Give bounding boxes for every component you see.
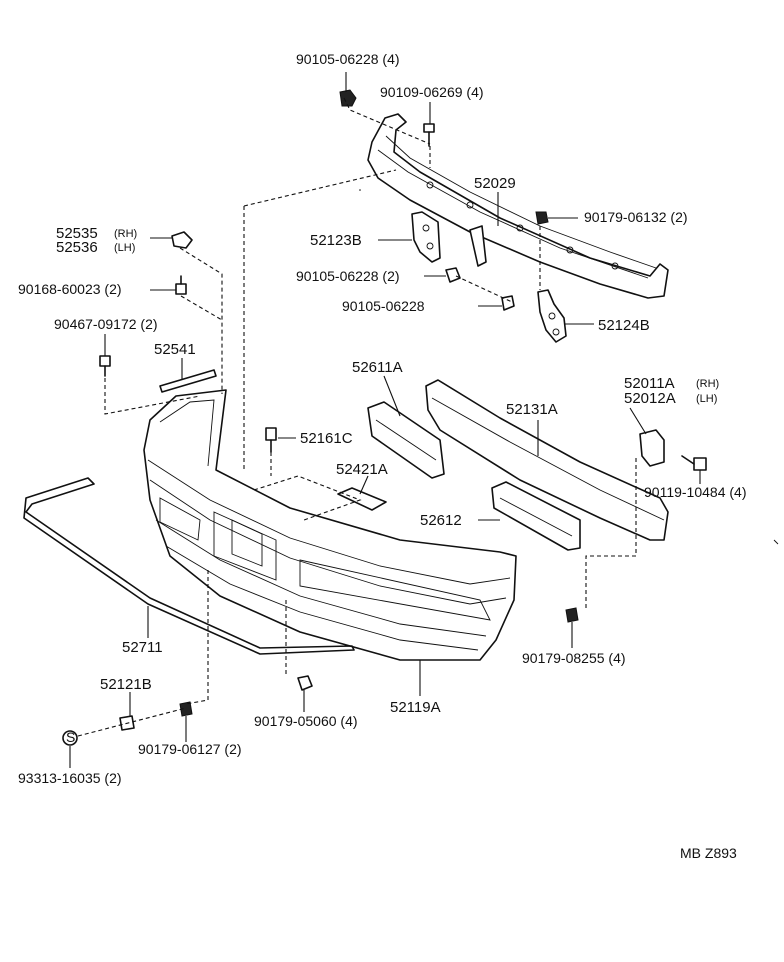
bolt-90105-06228-mid (445, 267, 461, 283)
stray-mark-edge (773, 539, 779, 545)
label-90119-10484: 90119-10484 (4) (644, 484, 746, 500)
label-52536: 52536 (56, 239, 98, 256)
leader-lines (69, 72, 701, 768)
nut-90179-05060 (297, 675, 313, 691)
label-52123B: 52123B (310, 232, 362, 249)
label-90179-06132: 90179-06132 (2) (584, 209, 688, 225)
label-52421A: 52421A (336, 461, 388, 478)
label-52029: 52029 (474, 175, 516, 192)
label-90467-09172: 90467-09172 (2) (54, 316, 158, 332)
label-93313-16035: 93313-16035 (2) (18, 770, 122, 786)
retainer-52541 (159, 369, 217, 393)
label-52612: 52612 (420, 512, 462, 529)
label-90179-06127: 90179-06127 (2) (138, 741, 242, 757)
bumper-cover-52119A (143, 389, 517, 661)
label-52161C: 52161C (300, 430, 353, 447)
label-52012A: 52012A (624, 390, 676, 407)
label-52011A: 52011A (624, 375, 675, 392)
label-52121B: 52121B (100, 676, 152, 693)
label-52131A: 52131A (506, 401, 558, 418)
nut-90179-08255 (565, 607, 579, 623)
upper-reinforcement-52029 (367, 113, 669, 299)
reinforcement-52131A (425, 379, 669, 541)
label-90105-06228: 90105-06228 (342, 298, 425, 314)
pad-52421A (337, 487, 387, 511)
label-52536-side: (LH) (114, 242, 135, 254)
label-90179-05060: 90179-05060 (4) (254, 713, 358, 729)
label-52535-side: (RH) (114, 228, 137, 240)
label-52011A-side: (RH) (696, 378, 719, 390)
absorber-52612 (491, 481, 581, 551)
label-52535: 52535 (56, 225, 98, 242)
bracket-52123B (411, 211, 441, 263)
label-90168-60023: 90168-60023 (2) (18, 281, 122, 297)
bracket-52124B (537, 289, 567, 343)
diagram-code: MB Z893 (680, 845, 737, 861)
bolt-90109-06269 (423, 123, 435, 147)
label-s-symbol: S (66, 729, 75, 745)
label-52119A: 52119A (390, 699, 441, 716)
label-52124B: 52124B (598, 317, 650, 334)
label-90179-08255: 90179-08255 (4) (522, 650, 626, 666)
s-symbol-circle (62, 730, 78, 746)
label-52012A-side: (LH) (696, 393, 717, 405)
clip-52161C (265, 427, 277, 453)
clip-90467-09172 (99, 355, 111, 377)
nut-90179-06127 (179, 701, 193, 717)
molding-52711 (23, 477, 355, 655)
bolt-90119-10484 (681, 455, 707, 471)
bolt-90105-06228-top (339, 89, 357, 107)
label-90109-06269: 90109-06269 (4) (380, 84, 484, 100)
stray-mark (359, 189, 361, 191)
absorber-52611A (367, 401, 445, 479)
label-52611A: 52611A (352, 359, 403, 376)
nut-90179-06132 (535, 211, 549, 225)
dashed-guides (77, 97, 637, 737)
label-52541: 52541 (154, 341, 196, 358)
part-labels: 90105-06228 (4) 90109-06269 (4) 52029 90… (18, 51, 746, 861)
label-52711: 52711 (122, 639, 163, 656)
label-90105-06228-4: 90105-06228 (4) (296, 51, 400, 67)
bolt-90168-60023 (175, 275, 187, 295)
bolt-90105-06228-low (501, 295, 515, 311)
bracket-52011A (639, 429, 665, 467)
label-90105-06228-2: 90105-06228 (2) (296, 268, 400, 284)
clip-52535 (171, 231, 193, 249)
